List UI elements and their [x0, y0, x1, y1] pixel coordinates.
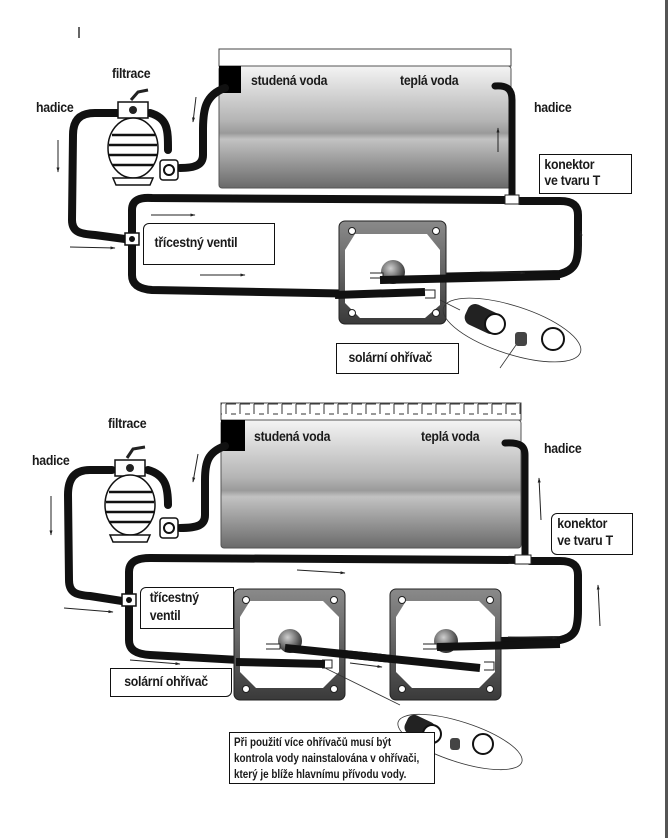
label-t-connector-line2: ve tvaru T: [544, 172, 600, 188]
label-hose-right: hadice: [534, 99, 572, 115]
three-way-valve-icon: [124, 232, 140, 246]
arrow: [129, 659, 181, 666]
label-cold-water: studená voda: [254, 428, 331, 444]
note-line: Při použití více ohřívačů musí být: [234, 737, 392, 749]
pump-icon: [159, 159, 179, 181]
label-three-way-valve-line2: ventil: [149, 607, 181, 623]
note-line: který je blíže hlavnímu přívodu vody.: [234, 769, 407, 781]
label-t-connector-line1: konektor: [557, 515, 608, 531]
arrow: [192, 453, 199, 483]
t-connector: [504, 194, 520, 205]
t-connector-label-box: konektor ve tvaru T: [539, 154, 632, 194]
pump-icon: [159, 517, 179, 539]
solar-heater-label-box: solární ohřívač: [336, 343, 459, 374]
pool: [218, 48, 512, 189]
hose-valve-up: [128, 193, 509, 241]
label-hose-left: hadice: [32, 452, 70, 468]
solar-heater-label-box: solární ohřívač: [110, 668, 232, 697]
page-edge-rule: [665, 0, 668, 838]
flow-arrows: [49, 453, 601, 668]
label-three-way-valve: třícestný ventil: [154, 234, 238, 250]
solar-heater-icon: [338, 220, 447, 325]
label-t-connector-line2: ve tvaru T: [557, 532, 613, 548]
multi-heater-note: Při použití více ohřívačů musí být kontr…: [229, 732, 435, 784]
flow-arrows: [56, 96, 583, 277]
hose-filter-loop: [144, 466, 172, 509]
label-three-way-valve-line1: třícestný: [149, 589, 199, 605]
hose-pool-to-pump: [176, 442, 229, 532]
label-t-connector-line1: konektor: [544, 156, 595, 172]
arrow: [596, 584, 601, 627]
valve-label-box: třícestný ventil: [143, 223, 275, 265]
arrow: [63, 607, 114, 614]
label-warm-water: teplá voda: [421, 428, 480, 444]
arrow: [537, 477, 542, 521]
pool: [220, 402, 522, 549]
t-connector: [514, 554, 532, 565]
hose-valve-down: [125, 600, 334, 669]
hose-filter-loop: [146, 109, 172, 154]
label-hose-left: hadice: [36, 99, 74, 115]
sand-filter-icon: [107, 88, 179, 186]
hose-filter-to-valve: [64, 466, 126, 605]
hose-heater-out: [376, 197, 582, 282]
hoses: [68, 82, 582, 299]
hose-to-warm: [491, 82, 516, 202]
hose-valve-up: [125, 554, 524, 601]
connector-detail-icon: [439, 297, 582, 369]
note-line: kontrola vody nainstalována v ohřívači,: [234, 753, 420, 765]
label-warm-water: teplá voda: [400, 72, 459, 88]
valve-label-box: třícestný ventil: [140, 587, 234, 629]
arrow: [507, 636, 558, 640]
three-way-valve-icon: [121, 593, 137, 607]
hose-heater-out: [436, 557, 582, 646]
hose-filter-to-valve: [68, 109, 129, 243]
label-solar-heater: solární ohřívač: [124, 673, 208, 689]
t-connector-label-box: konektor ve tvaru T: [551, 513, 633, 555]
hose-valve-down: [128, 238, 429, 299]
sand-filter-icon: [104, 445, 179, 543]
arrow: [192, 96, 197, 123]
hose-to-warm: [501, 439, 529, 561]
arrow: [69, 246, 116, 250]
bottom-diagram: [49, 402, 601, 771]
label-filter: filtrace: [112, 65, 151, 81]
arrow: [479, 271, 526, 275]
arrow: [296, 569, 346, 575]
hose-pool-to-pump: [176, 84, 229, 172]
label-cold-water: studená voda: [251, 72, 328, 88]
arrow: [349, 662, 383, 668]
label-hose-right: hadice: [544, 440, 582, 456]
label-solar-heater: solární ohřívač: [348, 349, 433, 365]
label-filter: filtrace: [108, 415, 147, 431]
top-diagram: [56, 27, 583, 369]
